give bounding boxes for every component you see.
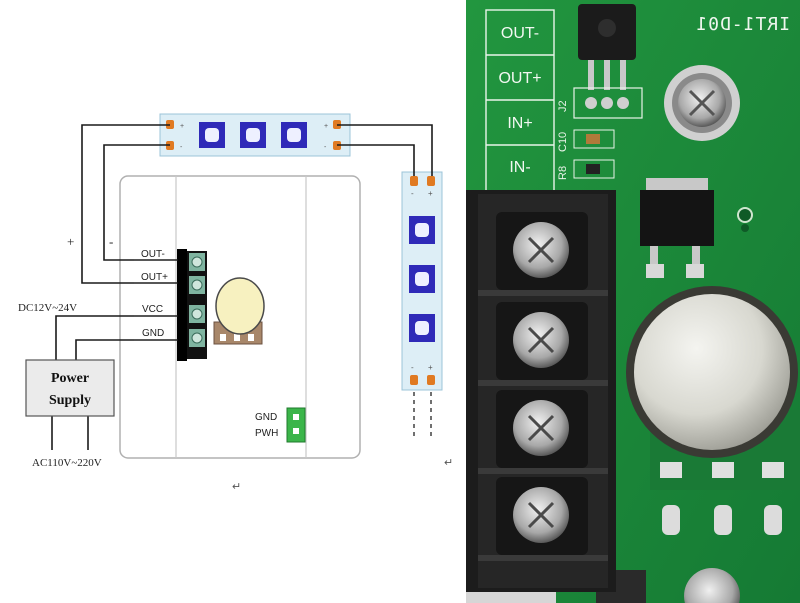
wire-gnd <box>75 339 190 362</box>
silkscreen-r8: R8 <box>557 166 569 180</box>
strip-pad-minus-label: - <box>324 144 327 151</box>
photo-label-in-minus: IN- <box>509 159 530 176</box>
terminal-screw-head <box>191 332 203 344</box>
led-strip-vertical: - + - + <box>401 171 443 440</box>
pcb-photo: OUT- OUT+ IN+ IN- IRT1-D01 J2 C10 R8 <box>466 0 800 603</box>
terminal-separator <box>478 380 608 386</box>
dc-voltage-label: DC12V~24V <box>18 302 77 314</box>
wire-out-minus <box>103 144 190 261</box>
mounting-screw <box>664 65 740 141</box>
strip-pad-plus-label: + <box>180 123 184 130</box>
power-supply-label-line2: Supply <box>49 393 91 408</box>
power-supply: Power Supply <box>25 359 115 417</box>
led-strip-horizontal: + - + - <box>159 113 351 157</box>
photo-potentiometer <box>626 286 800 535</box>
led-chip-lens <box>415 321 429 335</box>
strip-pad-plus-label: + <box>428 189 433 198</box>
screw-slot <box>527 501 555 529</box>
terminal-screw-head <box>191 308 203 320</box>
photo-label-panel: OUT- OUT+ IN+ IN- <box>485 9 555 193</box>
terminal-screw-head <box>191 256 203 268</box>
strip-pad-minus-label: - <box>180 144 183 151</box>
pwm-header-pwh-label: PWH <box>255 428 278 439</box>
terminal-block: OUT- OUT+ VCC GND <box>134 249 207 361</box>
screw-slot <box>527 414 555 442</box>
terminal-screw-head <box>191 279 203 291</box>
led-chip-lens <box>415 223 429 237</box>
mosfet <box>640 178 714 278</box>
strip-pad-plus-label: + <box>324 123 328 130</box>
terminal-separator <box>478 555 608 561</box>
strip-pad-minus-label: - <box>411 189 414 198</box>
controller-board-outline <box>119 175 361 459</box>
ir-receiver <box>573 4 643 119</box>
strip-pad <box>410 176 418 186</box>
terminal-separator <box>478 468 608 474</box>
terminal-label-gnd: GND <box>142 328 164 339</box>
photo-label-in-plus: IN+ <box>507 115 532 132</box>
mounting-screw <box>684 568 740 603</box>
led-chip-lens <box>246 128 260 142</box>
polarity-minus-label: - <box>109 234 113 249</box>
terminal-label-out-minus: OUT- <box>141 249 165 260</box>
photo-label-out-plus: OUT+ <box>498 70 541 87</box>
wiring-diagram: + - + - - + - + <box>18 113 453 493</box>
board-name-label: IRT1-D01 <box>695 14 790 35</box>
wire-strip-plus <box>337 124 433 176</box>
pwm-header-gnd-label: GND <box>255 412 277 423</box>
strip-pad-minus-label: - <box>411 363 414 372</box>
terminal-separator <box>478 290 608 296</box>
smd-components <box>573 129 615 179</box>
strip-pad <box>427 176 435 186</box>
led-chip-lens <box>205 128 219 142</box>
terminal-label-vcc: VCC <box>142 304 163 315</box>
screw-slot <box>527 236 555 264</box>
polarity-plus-label: + <box>67 234 74 249</box>
return-mark: ↵ <box>444 457 453 469</box>
photo-label-out-minus: OUT- <box>501 25 539 42</box>
strip-pad <box>427 375 435 385</box>
wire-strip-minus <box>337 144 415 176</box>
potentiometer <box>213 277 265 345</box>
pwm-header: GND PWH <box>255 407 306 443</box>
led-chip-lens <box>287 128 301 142</box>
via <box>737 207 753 223</box>
ac-voltage-label: AC110V~220V <box>32 457 102 469</box>
silkscreen-j2: J2 <box>557 100 569 112</box>
strip-pad-plus-label: + <box>428 363 433 372</box>
photo-terminal-block <box>466 190 616 592</box>
via <box>741 224 749 232</box>
led-chip-lens <box>415 272 429 286</box>
screw-slot <box>527 326 555 354</box>
power-supply-label-line1: Power <box>51 371 89 386</box>
terminal-label-out-plus: OUT+ <box>141 272 168 283</box>
return-mark: ↵ <box>232 481 241 493</box>
strip-pad <box>410 375 418 385</box>
silkscreen-c10: C10 <box>557 132 569 152</box>
